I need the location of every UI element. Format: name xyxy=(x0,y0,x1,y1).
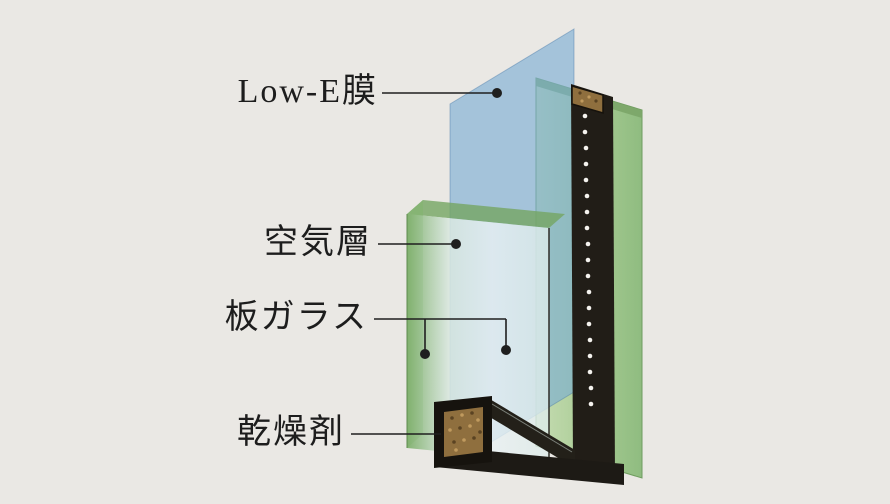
leader-air-layer xyxy=(378,239,461,249)
spacer-vent-holes xyxy=(582,113,594,407)
label-low-e-film: Low-E膜 xyxy=(237,73,378,110)
leader-dot-air-layer xyxy=(451,239,461,249)
spacer-tube xyxy=(488,398,575,468)
label-plate-glass: 板ガラス xyxy=(224,299,368,336)
leader-plate-glass xyxy=(374,318,511,359)
front-glass-pane xyxy=(406,200,565,462)
leader-low-e-film xyxy=(382,88,502,98)
leader-dot-plate-glass-front xyxy=(420,349,430,359)
spacer-bar xyxy=(571,84,615,477)
desiccant-box xyxy=(434,396,492,468)
desiccant-top-patch xyxy=(571,85,604,114)
leader-dot-low-e xyxy=(492,88,502,98)
label-air-layer: 空気層 xyxy=(264,224,372,261)
leader-dot-plate-glass-back xyxy=(501,345,511,355)
label-desiccant: 乾燥剤 xyxy=(237,414,345,451)
